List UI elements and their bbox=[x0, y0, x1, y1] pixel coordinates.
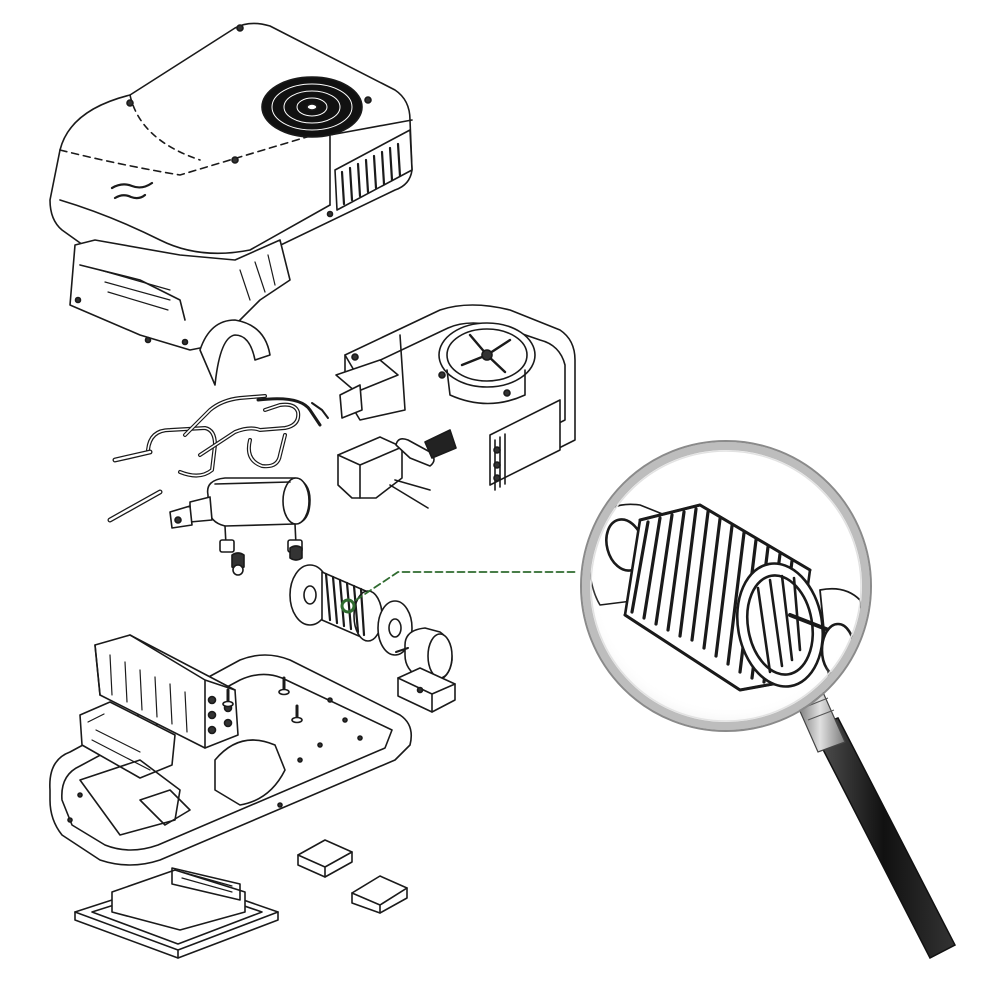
magnifier-handle bbox=[776, 682, 957, 960]
evaporator-coil bbox=[94, 634, 239, 749]
top-cover bbox=[49, 22, 413, 276]
compressor-feet bbox=[219, 539, 303, 576]
logo-emblem bbox=[110, 181, 154, 200]
lower-shroud bbox=[69, 239, 291, 386]
magnifying-glass-icon bbox=[580, 440, 957, 960]
base-pan bbox=[49, 634, 413, 866]
mounting-studs bbox=[222, 676, 303, 724]
condenser-coil bbox=[489, 399, 561, 491]
refrigerant-piping bbox=[107, 394, 329, 523]
ceiling-frame bbox=[74, 867, 279, 959]
blower-motor bbox=[395, 627, 456, 713]
callout-marker bbox=[340, 598, 356, 614]
condenser-grille bbox=[261, 76, 363, 138]
magnifier-rim bbox=[582, 442, 870, 730]
capacitor-bracket bbox=[337, 429, 457, 509]
compressor bbox=[169, 477, 311, 576]
side-vent bbox=[334, 129, 413, 211]
filter-pads bbox=[297, 839, 408, 914]
callout-leader-line bbox=[355, 571, 576, 601]
magnified-view bbox=[589, 449, 863, 723]
blower-wheel bbox=[289, 564, 413, 656]
condenser-fan-assembly bbox=[335, 304, 576, 491]
